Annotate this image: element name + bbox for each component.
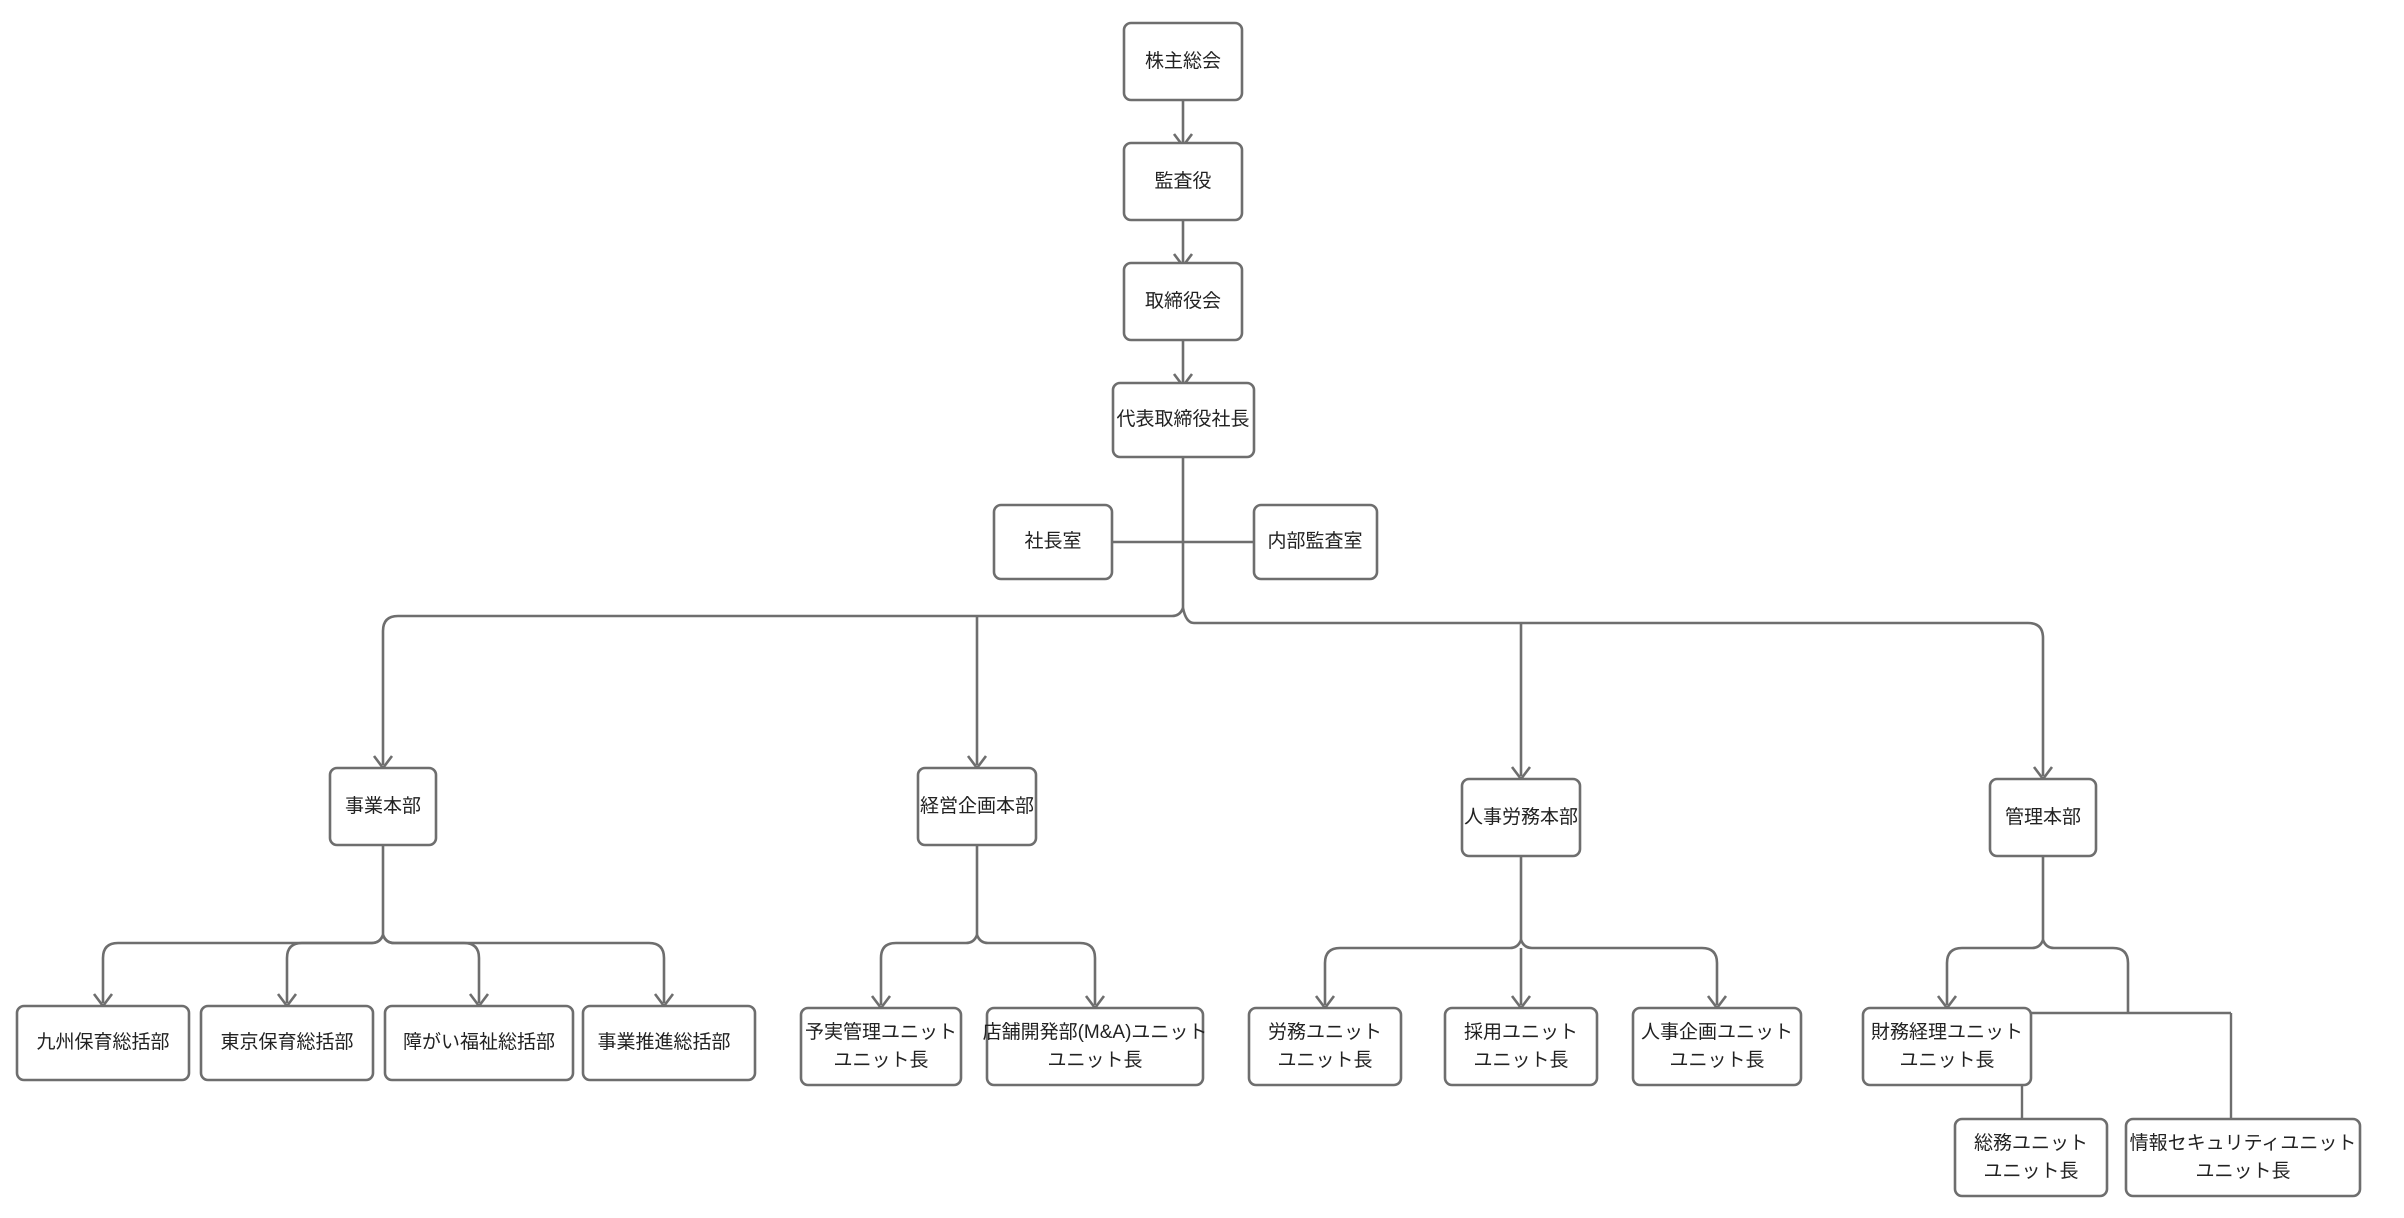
connector-president-to-divisions-left <box>381 607 1185 765</box>
node-information-security-unit[interactable]: 情報セキュリティユニット ユニット長 <box>2124 1117 2362 1198</box>
node-hr-planning-unit-box[interactable] <box>1631 1006 1803 1087</box>
node-store-development-unit[interactable]: 店舗開発部(M&A)ユニット ユニット長 <box>983 1006 1208 1087</box>
node-shareholders-meeting[interactable]: 株主総会 <box>1122 21 1244 102</box>
node-business-promotion-label: 事業推進総括部 <box>597 1031 730 1053</box>
node-budget-unit[interactable]: 予実管理ユニット ユニット長 <box>799 1006 963 1087</box>
node-hr-labor-hq-box[interactable] <box>1460 777 1582 858</box>
node-hr-labor-hq-label: 人事労務本部 <box>1464 806 1578 828</box>
node-presidents-office-label: 社長室 <box>1024 530 1081 552</box>
connector-hr-labor-fan-right <box>1519 939 1719 1005</box>
node-presidents-office[interactable]: 社長室 <box>992 503 1114 581</box>
connector-business-hq-fan-right <box>381 934 666 1003</box>
node-store-development-unit-box[interactable] <box>985 1006 1205 1087</box>
connector-administration-fan-left <box>1945 939 2045 1005</box>
connector-hr-labor-fan-left <box>1323 939 1523 1005</box>
node-recruiting-unit-label-line1: 採用ユニット <box>1464 1021 1578 1043</box>
node-hr-labor-hq[interactable]: 人事労務本部 <box>1460 777 1582 858</box>
node-board-of-directors-box[interactable] <box>1122 261 1244 342</box>
node-internal-audit-office-label: 内部監査室 <box>1267 530 1362 552</box>
node-management-planning-hq-box[interactable] <box>916 766 1038 847</box>
node-recruiting-unit-box[interactable] <box>1443 1006 1599 1087</box>
node-labor-unit-label-line2: ユニット長 <box>1277 1050 1372 1071</box>
node-management-planning-hq-label: 経営企画本部 <box>920 795 1034 817</box>
node-disability-welfare[interactable]: 障がい福祉総括部 <box>383 1004 575 1082</box>
connector-business-hq-fan-left <box>101 934 385 1003</box>
node-tokyo-childcare-box[interactable] <box>199 1004 375 1082</box>
node-business-promotion-box[interactable] <box>581 1004 757 1082</box>
node-budget-unit-label-line1: 予実管理ユニット <box>805 1021 957 1043</box>
node-shareholders-meeting-label: 株主総会 <box>1145 50 1221 72</box>
node-disability-welfare-box[interactable] <box>383 1004 575 1082</box>
node-recruiting-unit[interactable]: 採用ユニット ユニット長 <box>1443 1006 1599 1087</box>
connector-president-to-divisions-right <box>1181 607 2045 776</box>
node-administration-hq[interactable]: 管理本部 <box>1988 777 2098 858</box>
node-disability-welfare-label: 障がい福祉総括部 <box>403 1031 555 1053</box>
node-finance-accounting-unit-label-line2: ユニット長 <box>1899 1050 1994 1071</box>
node-store-development-unit-label-line1: 店舗開発部(M&A)ユニット <box>983 1021 1208 1043</box>
node-board-of-directors[interactable]: 取締役会 <box>1122 261 1244 342</box>
node-recruiting-unit-label-line2: ユニット長 <box>1473 1050 1568 1071</box>
connector-administration-fan-right <box>2041 939 2130 1013</box>
node-store-development-unit-label-line2: ユニット長 <box>1047 1050 1142 1071</box>
node-business-hq-label: 事業本部 <box>345 795 421 817</box>
node-internal-audit-office-box[interactable] <box>1252 503 1379 581</box>
node-budget-unit-label-line2: ユニット長 <box>833 1050 928 1071</box>
node-labor-unit[interactable]: 労務ユニット ユニット長 <box>1247 1006 1403 1087</box>
node-kyushu-childcare[interactable]: 九州保育総括部 <box>15 1004 191 1082</box>
node-tokyo-childcare[interactable]: 東京保育総括部 <box>199 1004 375 1082</box>
node-business-hq-box[interactable] <box>328 766 438 847</box>
node-general-affairs-unit-label-line1: 総務ユニット <box>1974 1132 2088 1154</box>
node-labor-unit-label-line1: 労務ユニット <box>1268 1021 1382 1043</box>
node-information-security-unit-label-line1: 情報セキュリティユニット <box>2130 1132 2357 1154</box>
node-general-affairs-unit[interactable]: 総務ユニット ユニット長 <box>1953 1117 2109 1198</box>
node-administration-hq-label: 管理本部 <box>2005 806 2081 828</box>
node-kyushu-childcare-box[interactable] <box>15 1004 191 1082</box>
node-hr-planning-unit-label-line2: ユニット長 <box>1669 1050 1764 1071</box>
node-general-affairs-unit-label-line2: ユニット長 <box>1983 1161 2078 1182</box>
connector-management-planning-fan-left <box>879 934 979 1005</box>
node-president-box[interactable] <box>1111 381 1256 459</box>
node-auditor-box[interactable] <box>1122 141 1244 222</box>
node-tokyo-childcare-label: 東京保育総括部 <box>220 1031 353 1053</box>
node-finance-accounting-unit[interactable]: 財務経理ユニット ユニット長 <box>1861 1006 2033 1087</box>
node-administration-hq-box[interactable] <box>1988 777 2098 858</box>
node-finance-accounting-unit-label-line1: 財務経理ユニット <box>1871 1021 2023 1043</box>
node-auditor[interactable]: 監査役 <box>1122 141 1244 222</box>
connector-layer <box>92 100 2233 1119</box>
node-presidents-office-box[interactable] <box>992 503 1114 581</box>
node-internal-audit-office[interactable]: 内部監査室 <box>1252 503 1379 581</box>
node-hr-planning-unit[interactable]: 人事企画ユニット ユニット長 <box>1631 1006 1803 1087</box>
node-information-security-unit-box[interactable] <box>2124 1117 2362 1198</box>
node-president[interactable]: 代表取締役社長 <box>1111 381 1256 459</box>
node-labor-unit-box[interactable] <box>1247 1006 1403 1087</box>
node-business-promotion[interactable]: 事業推進総括部 <box>581 1004 757 1082</box>
node-business-hq[interactable]: 事業本部 <box>328 766 438 847</box>
connector-admin-subbranch-bracket <box>2020 1011 2233 1119</box>
node-layer: 株主総会 監査役 取締役会 代表取締役社長 社長室 <box>15 21 2362 1198</box>
node-shareholders-meeting-box[interactable] <box>1122 21 1244 102</box>
connector-business-hq-fan-midleft <box>285 934 385 1003</box>
node-board-of-directors-label: 取締役会 <box>1145 290 1221 312</box>
connector-business-hq-fan-midright <box>381 934 481 1003</box>
connector-management-planning-fan-right <box>975 934 1097 1005</box>
node-hr-planning-unit-label-line1: 人事企画ユニット <box>1641 1021 1793 1043</box>
node-kyushu-childcare-label: 九州保育総括部 <box>36 1031 169 1053</box>
node-management-planning-hq[interactable]: 経営企画本部 <box>916 766 1038 847</box>
node-general-affairs-unit-box[interactable] <box>1953 1117 2109 1198</box>
node-finance-accounting-unit-box[interactable] <box>1861 1006 2033 1087</box>
node-auditor-label: 監査役 <box>1154 170 1211 192</box>
node-president-label: 代表取締役社長 <box>1116 408 1249 430</box>
node-information-security-unit-label-line2: ユニット長 <box>2195 1161 2290 1182</box>
node-budget-unit-box[interactable] <box>799 1006 963 1087</box>
